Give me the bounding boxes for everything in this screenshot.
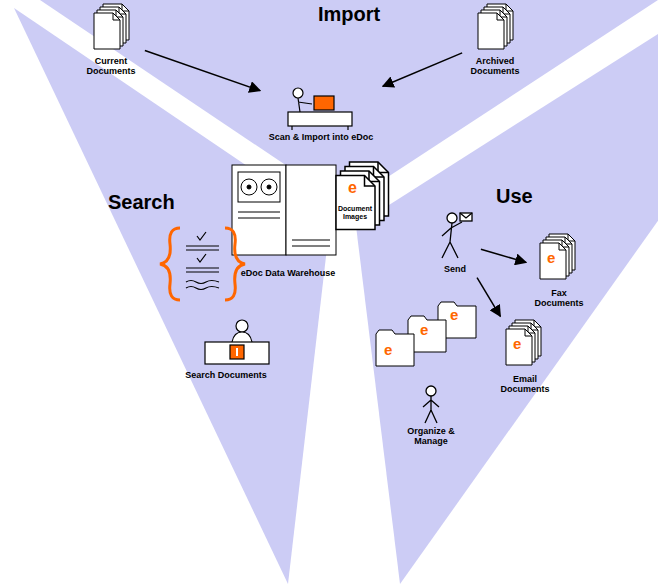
folder-icon — [376, 330, 414, 366]
document-stack — [478, 4, 513, 49]
document-stack — [94, 4, 129, 49]
logo-letter: e — [547, 250, 555, 265]
node-caption: Fax Documents — [528, 288, 590, 309]
logo-letter: e — [420, 322, 428, 337]
section-title: Import — [318, 4, 380, 24]
flow-arrow — [477, 278, 500, 317]
flow-arrow — [383, 53, 462, 86]
flow-arrow — [481, 249, 526, 262]
node-caption: Search Documents — [180, 370, 272, 380]
scan-operator — [288, 88, 352, 130]
organize-manage: Organize & Manage — [398, 382, 465, 452]
send: Send — [432, 208, 479, 276]
current-documents: Current Documents — [80, 0, 143, 78]
document-stack — [540, 234, 575, 279]
node-caption: Archived Documents — [464, 56, 526, 77]
warehouse-machine — [232, 165, 336, 255]
flow-arrow — [145, 50, 260, 90]
use-region — [356, 0, 658, 584]
fax-documents: Fax Documents — [528, 232, 591, 312]
node-caption: Organize & Manage — [398, 426, 464, 447]
email-documents: Email Documents — [494, 318, 557, 398]
document-stack — [336, 162, 389, 230]
logo-letter: e — [384, 342, 392, 357]
archived-documents: Archived Documents — [464, 0, 527, 78]
data-warehouse: eDoc Data Warehouse Document Images — [223, 158, 380, 282]
document-stack — [506, 320, 541, 365]
scan-import: Scan & Import into eDoc — [262, 80, 381, 144]
search-operator — [205, 320, 269, 364]
section-title: Use — [496, 186, 533, 206]
search-region — [14, 8, 330, 584]
node-caption: Send — [432, 264, 478, 274]
node-caption: Document Images — [336, 205, 374, 221]
section-title: Search — [108, 192, 175, 212]
node-caption: Email Documents — [494, 374, 556, 395]
send-figure — [442, 213, 472, 258]
search-checklist — [160, 228, 245, 300]
organizer-figure — [423, 386, 439, 423]
logo-letter: e — [513, 336, 521, 351]
search-documents: Search Documents — [180, 316, 273, 384]
node-caption: Current Documents — [80, 56, 142, 77]
logo-letter: e — [450, 307, 458, 322]
logo-letter: e — [348, 180, 357, 196]
node-caption: eDoc Data Warehouse — [223, 268, 353, 278]
node-caption: Scan & Import into eDoc — [262, 132, 380, 142]
